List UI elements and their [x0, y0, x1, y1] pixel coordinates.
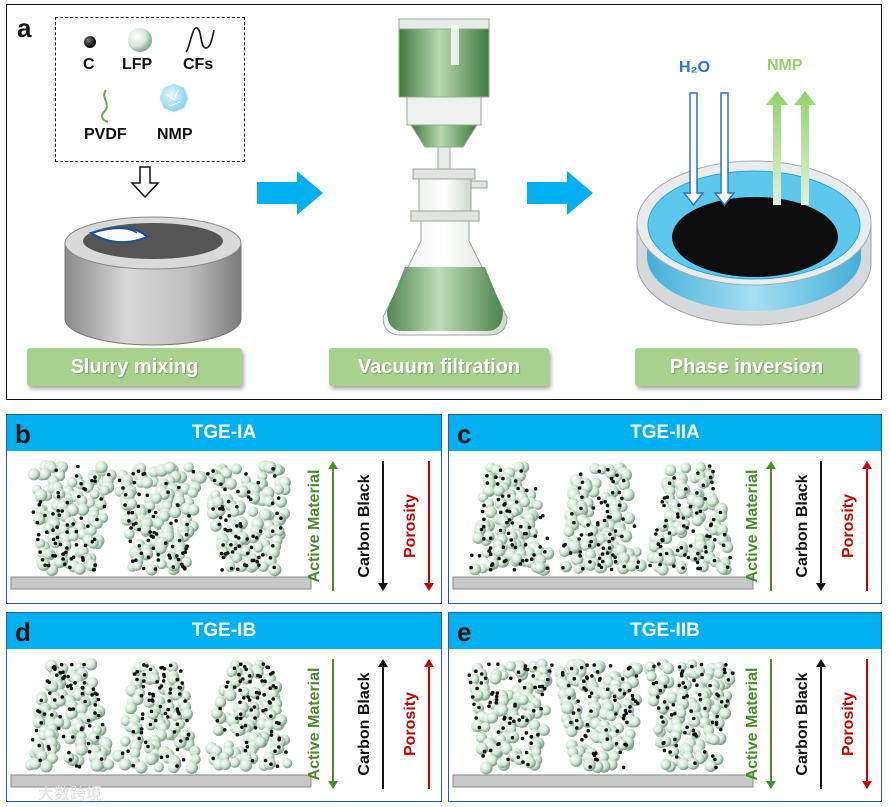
nmp-droplet-icon: [159, 83, 189, 113]
panel-c: c TGE-IIA Active Material Carbon Black Poros…: [448, 414, 882, 604]
carbon-label: Carbon Black: [356, 672, 373, 776]
panel-label-e: e: [457, 617, 472, 647]
carbon-icon: [84, 36, 96, 48]
panel-b: b TGE-IA Active Material Carbon Black Porosi…: [6, 414, 442, 604]
porosity-label: Porosity: [840, 692, 857, 757]
carbon-gradient-arrow: [378, 659, 388, 789]
active-label: Active Material: [306, 469, 323, 583]
electrode-structure-illustration: [10, 657, 434, 789]
current-collector: [452, 576, 754, 590]
panel-header-bar: [449, 415, 881, 451]
water-in-arrows: [682, 92, 736, 207]
nmp-out-arrows: [766, 91, 816, 205]
active-label: Active Material: [744, 469, 761, 583]
porosity-gradient-arrow: [862, 659, 872, 789]
active-gradient-arrow: [328, 659, 338, 789]
panel-title: TGE-IIA: [630, 422, 700, 443]
pvdf-icon: [100, 89, 109, 123]
nmp-label: NMP: [767, 57, 803, 74]
panel-label-b: b: [15, 419, 31, 449]
step-slurry-mixing: Slurry mixing: [27, 348, 242, 386]
mixing-container-icon: [64, 216, 242, 346]
porosity-label: Porosity: [840, 494, 857, 559]
step-vacuum-filtration: Vacuum filtration: [329, 348, 549, 386]
panel-title: TGE-IB: [191, 620, 257, 641]
panel-label-d: d: [15, 617, 31, 647]
porosity-label: Porosity: [402, 494, 419, 559]
panel-d: d TGE-IB Active Material Carbon Black Porosi…: [6, 612, 442, 802]
carbon-label: Carbon Black: [794, 474, 811, 578]
legend-c: C: [83, 56, 95, 73]
legend-icons: [84, 27, 215, 123]
watermark: 大数跨境: [38, 786, 103, 803]
petri-dish-icon: [636, 160, 872, 326]
process-panel: a C LFP CFs PVDF NMP: [6, 4, 882, 400]
step-phase-inversion: Phase inversion: [635, 348, 858, 386]
panel-label-c: c: [457, 419, 472, 449]
h2o-label: H₂O: [679, 59, 711, 76]
particle-columns: [27, 460, 291, 577]
legend-cfs: CFs: [183, 56, 214, 73]
panel-title: TGE-IIB: [630, 620, 700, 641]
electrode-structure-illustration: [10, 460, 434, 591]
electrode-structure-illustration: [452, 461, 872, 591]
active-label: Active Material: [744, 667, 761, 781]
active-gradient-arrow: [766, 461, 776, 591]
current-collector: [10, 576, 312, 590]
porosity-gradient-arrow: [862, 461, 872, 591]
carbon-gradient-arrow: [378, 461, 388, 591]
process-illustration: [64, 18, 872, 346]
carbon-label: Carbon Black: [356, 474, 373, 578]
panel-e: e TGE-IIB Active Material Carbon Black Poros…: [448, 612, 882, 802]
carbon-fiber-icon: [185, 27, 215, 53]
panel-header-bar: [7, 613, 441, 649]
materials-legend: C LFP CFs PVDF NMP: [55, 17, 245, 162]
panel-header-bar: [7, 415, 441, 451]
lfp-sphere-icon: [128, 28, 152, 52]
vacuum-filtration-icon: [382, 18, 508, 336]
carbon-gradient-arrow: [816, 659, 826, 789]
current-collector: [452, 774, 754, 788]
porosity-gradient-arrow: [424, 461, 434, 591]
carbon-gradient-arrow: [816, 461, 826, 591]
process-arrow-1: [257, 171, 323, 215]
process-arrow-2: [527, 171, 593, 215]
panel-label-a: a: [17, 13, 32, 43]
legend-lfp: LFP: [122, 56, 153, 73]
legend-nmp: NMP: [157, 126, 193, 143]
particle-columns: [468, 658, 736, 775]
porosity-gradient-arrow: [424, 659, 434, 789]
panel-header-bar: [449, 613, 881, 649]
carbon-label: Carbon Black: [794, 672, 811, 776]
porosity-label: Porosity: [402, 692, 419, 757]
active-label: Active Material: [306, 667, 323, 781]
down-arrow-icon: [130, 166, 160, 199]
current-collector: [10, 774, 312, 788]
active-gradient-arrow: [766, 659, 776, 789]
active-gradient-arrow: [328, 461, 338, 591]
electrode-structure-illustration: [452, 658, 872, 789]
legend-pvdf: PVDF: [84, 126, 127, 143]
panel-title: TGE-IA: [191, 422, 257, 443]
